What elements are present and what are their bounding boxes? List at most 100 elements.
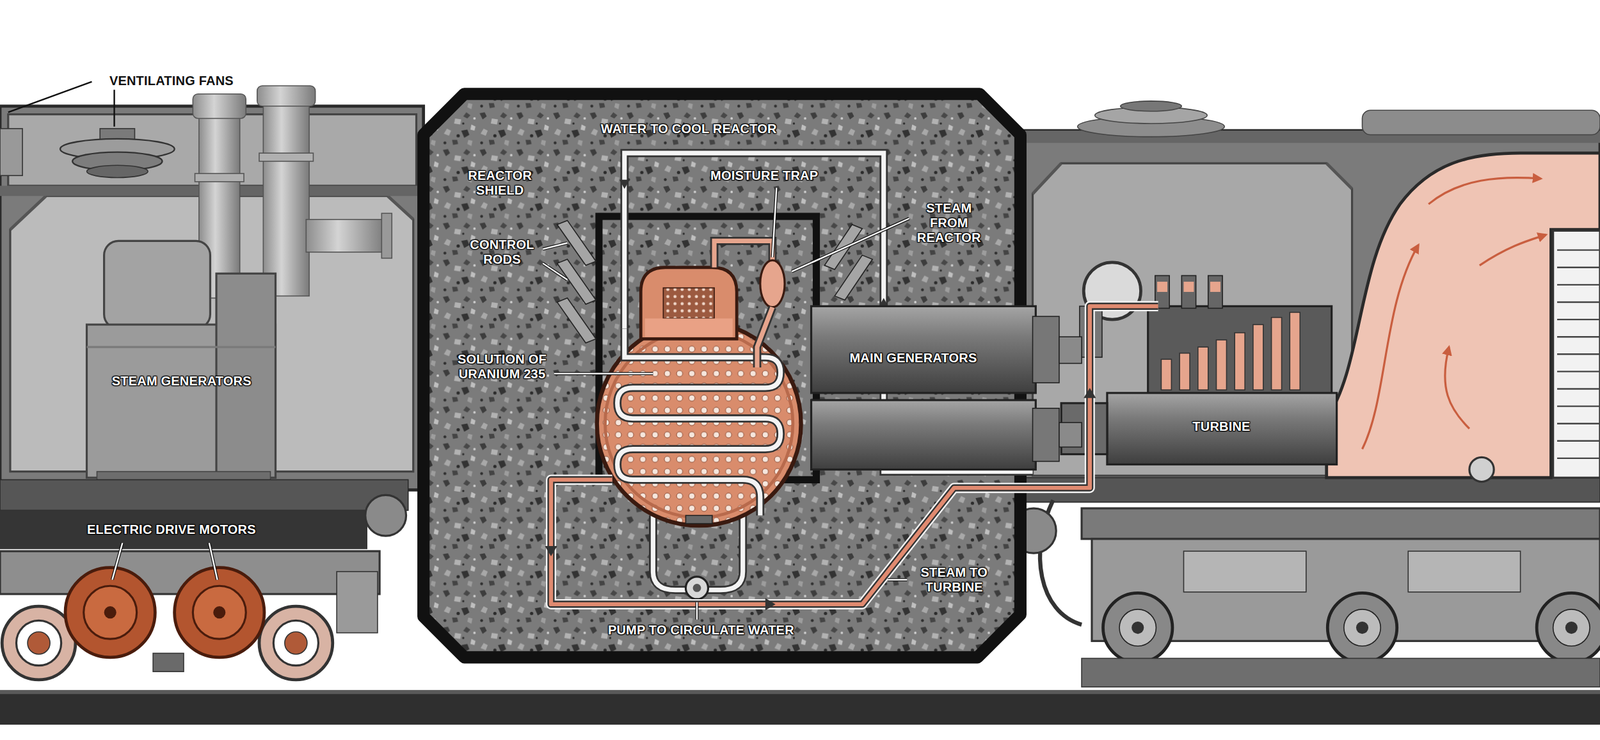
label-holder: VENTILATING FANS bbox=[109, 73, 234, 89]
leader-line bbox=[554, 372, 654, 374]
left-truck bbox=[336, 571, 378, 633]
turbine-figure bbox=[1198, 346, 1209, 390]
electric-drive-motor bbox=[192, 585, 246, 639]
label-holder: PUMP TO CIRCULATE WATER bbox=[608, 622, 795, 638]
right-car-body bbox=[1362, 110, 1600, 135]
label-holder: STEAM TO TURBINE bbox=[912, 565, 996, 595]
right-truck bbox=[1183, 551, 1306, 592]
label-holder: STEAM FROM REACTOR bbox=[913, 200, 985, 246]
leader-line bbox=[542, 242, 568, 280]
exhaust-pipes bbox=[195, 173, 245, 182]
leader-line bbox=[791, 218, 909, 272]
turbine-figure bbox=[1253, 324, 1264, 390]
turbine-figure bbox=[1289, 312, 1300, 390]
leader-line bbox=[112, 542, 217, 580]
label-holder: CONTROL RODS bbox=[466, 237, 537, 267]
right-car-body bbox=[1120, 101, 1183, 112]
turbine-figure bbox=[1210, 281, 1221, 292]
reactor-vessel bbox=[640, 267, 737, 340]
steam-generator-figure bbox=[87, 346, 276, 349]
left-car-body bbox=[0, 106, 424, 491]
leader-line bbox=[8, 81, 910, 620]
turbine-figure bbox=[1148, 305, 1332, 394]
main-generator-figure bbox=[811, 305, 1083, 470]
exhaust-pipes bbox=[257, 85, 316, 107]
main-generator-figure bbox=[811, 400, 1037, 470]
steam-line bbox=[714, 240, 773, 267]
right-truck bbox=[1536, 592, 1600, 662]
part-label: STEAM GENERATORS bbox=[112, 373, 252, 389]
label-holder: SOLUTION OF URANIUM 235 bbox=[455, 352, 549, 382]
right-truck bbox=[1344, 609, 1381, 646]
exhaust-pipes bbox=[381, 213, 392, 258]
right-truck bbox=[1356, 621, 1369, 634]
rail-band bbox=[0, 689, 1600, 725]
turbine-figure bbox=[1181, 275, 1196, 309]
exhaust-duct bbox=[1479, 234, 1547, 266]
part-label: CONTROL RODS bbox=[466, 237, 537, 267]
electric-drive-motor bbox=[65, 567, 155, 658]
part-label: TURBINE bbox=[1192, 419, 1250, 434]
exhaust-duct bbox=[1326, 152, 1600, 478]
left-truck bbox=[27, 631, 50, 655]
right-truck bbox=[1565, 621, 1578, 634]
turbine-figure bbox=[1234, 332, 1245, 390]
part-label: MAIN GENERATORS bbox=[849, 350, 978, 366]
right-truck bbox=[1103, 592, 1173, 662]
main-generator-figure bbox=[1059, 336, 1082, 363]
radiator bbox=[1469, 230, 1600, 482]
part-label: MOISTURE TRAP bbox=[710, 168, 818, 184]
leader-line bbox=[887, 577, 907, 582]
left-underframe bbox=[0, 510, 368, 550]
steam-line bbox=[757, 307, 773, 368]
turbine-figure bbox=[1183, 281, 1194, 292]
exhaust-duct bbox=[1362, 245, 1419, 450]
turbine-figure bbox=[1107, 392, 1337, 465]
left-underframe bbox=[365, 494, 407, 536]
electric-drive-motor bbox=[65, 567, 265, 672]
main-generator-figure bbox=[811, 305, 1037, 393]
left-underframe bbox=[0, 479, 409, 511]
right-truck bbox=[1011, 499, 1600, 687]
main-generator-figure bbox=[1032, 316, 1060, 383]
right-truck bbox=[1327, 592, 1397, 662]
right-truck bbox=[1553, 609, 1590, 646]
steam-line bbox=[760, 260, 785, 308]
reactor-vessel bbox=[645, 318, 733, 337]
leader-line bbox=[696, 602, 698, 620]
electric-drive-motor bbox=[104, 606, 117, 619]
part-label: WATER TO COOL REACTOR bbox=[600, 121, 777, 137]
steam-line bbox=[551, 305, 1159, 605]
steam-line bbox=[757, 307, 773, 368]
turbine-body: TURBINE bbox=[1107, 392, 1337, 465]
leader-line bbox=[887, 578, 907, 580]
ventilating-fan bbox=[87, 165, 149, 178]
exhaust-pipes bbox=[192, 94, 246, 119]
part-label: SOLUTION OF URANIUM 235 bbox=[455, 352, 549, 382]
leader-line bbox=[8, 81, 115, 127]
turbine-figure bbox=[1179, 353, 1190, 390]
steam-line bbox=[714, 240, 773, 267]
label-holder: WATER TO COOL REACTOR bbox=[600, 121, 777, 137]
leader-line bbox=[542, 242, 568, 280]
leader-line bbox=[554, 371, 654, 376]
main-generator-figure bbox=[1032, 408, 1060, 462]
turbine-figure bbox=[1216, 339, 1227, 390]
label-holder: MOISTURE TRAP bbox=[710, 168, 818, 184]
part-label: STEAM FROM REACTOR bbox=[913, 200, 985, 246]
left-truck bbox=[16, 620, 62, 665]
steam-line bbox=[1083, 387, 1096, 399]
exhaust-duct bbox=[1445, 346, 1470, 429]
turbine-figure bbox=[1160, 359, 1172, 390]
part-label: REACTOR SHIELD bbox=[464, 168, 536, 198]
control-rod bbox=[557, 298, 597, 344]
steam-line bbox=[551, 305, 1159, 605]
right-truck bbox=[1081, 508, 1600, 539]
leader-line bbox=[772, 187, 777, 257]
steam-generator-figure bbox=[104, 240, 211, 329]
electric-drive-motor bbox=[152, 652, 184, 672]
exhaust-duct bbox=[1428, 177, 1541, 205]
right-truck bbox=[1119, 609, 1156, 646]
